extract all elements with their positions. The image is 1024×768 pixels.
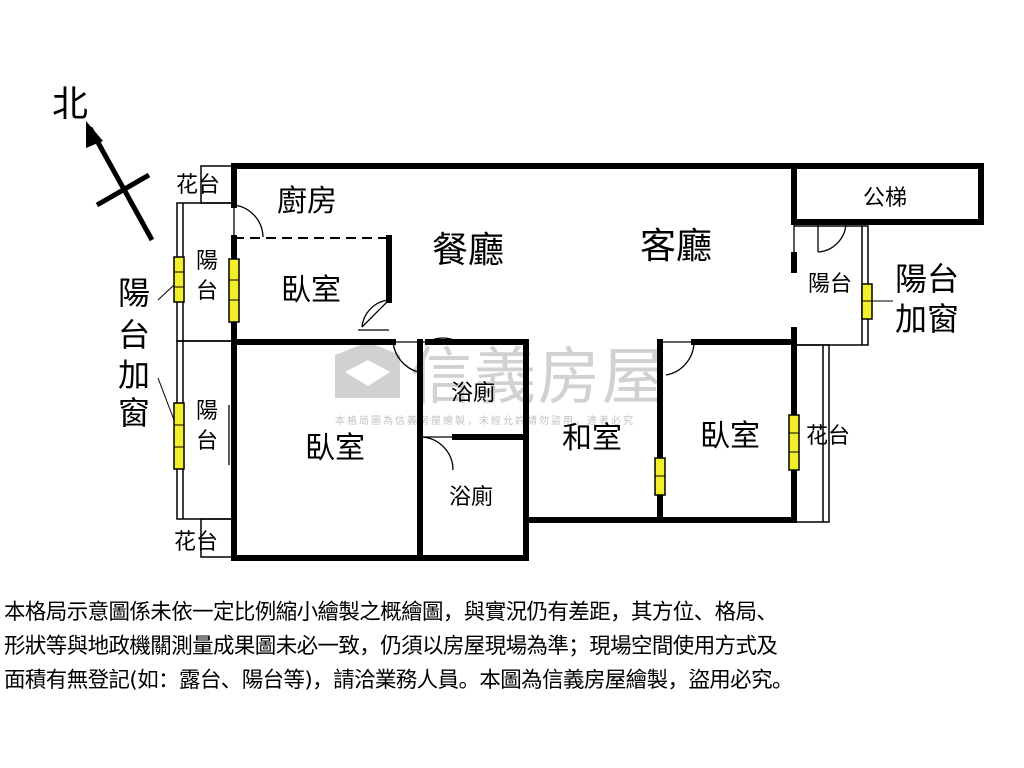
label-elevator: 公梯 [863,186,907,211]
label-bedroom-right: 臥室 [700,419,760,454]
annotation-right-2: 加窗 [895,300,959,338]
label-bedroom-bottom-left: 臥室 [305,431,365,466]
label-balcony-upper-left-2: 台 [196,279,218,304]
disclaimer-line-3: 面積有無登記(如：露台、陽台等)，請洽業務人員。本圖為信義房屋繪製，盜用必究。 [4,668,793,693]
north-label: 北 [52,84,88,125]
door-bath-upper [392,341,428,373]
annotation-left-2: 台 [118,316,150,354]
window-left-outer-upper [173,256,185,303]
label-bath-upper: 浴廁 [451,381,495,406]
annotation-left-4: 窗 [118,394,150,432]
annotation-left-1: 陽 [118,274,150,312]
watermark: 信義房屋 本格局圖為信義房屋繪製，未經允許請勿盜用，違者必究 [335,340,666,427]
door-japanese-room [660,341,695,376]
label-balcony-right: 陽台 [808,272,852,297]
enclosure-annotations: 陽 台 加 窗 陽台 加窗 [118,260,959,432]
label-kitchen: 廚房 [277,184,337,219]
floor-plan: 信義房屋 本格局圖為信義房屋繪製，未經允許請勿盜用，違者必究 北 [52,84,984,561]
annotation-left-3: 加 [118,356,150,394]
room-labels: 廚房 餐廳 客廳 公梯 臥室 臥室 臥室 和室 浴廁 浴廁 花台 花台 花台 陽… [174,173,907,555]
door-bedroom-top [358,299,390,331]
window-bedroom-right [788,414,800,471]
door-right-balcony [793,221,847,255]
label-japanese-room: 和室 [562,421,622,456]
watermark-brand: 信義房屋 [410,340,666,413]
door-bath-upper-right [427,337,459,343]
window-mullions [157,271,893,477]
window-left-outer-lower [173,402,185,470]
window-left-inner-upper [228,258,240,323]
label-planter-top-left: 花台 [176,173,220,198]
disclaimer-line-2: 形狀等與地政機關測量成果圖未必一致，仍須以房屋現場為準；現場空間使用方式及 [4,634,778,659]
watermark-notice: 本格局圖為信義房屋繪製，未經允許請勿盜用，違者必究 [335,414,635,427]
label-bath-lower: 浴廁 [449,485,493,510]
door-kitchen-balcony [233,204,264,238]
annotation-right-1: 陽台 [895,260,959,298]
label-balcony-lower-left-2: 台 [196,429,218,454]
door-bath-lower [419,436,455,471]
walls [231,163,984,561]
label-planter-bottom-left: 花台 [174,530,218,555]
door-left-lower [228,400,235,470]
disclaimer: 本格局示意圖係未依一定比例縮小繪製之概繪圖，與實況仍有差距，其方位、格局、 形狀… [4,596,1020,698]
label-balcony-lower-left-1: 陽 [196,399,218,424]
disclaimer-line-1: 本格局示意圖係未依一定比例縮小繪製之概繪圖，與實況仍有差距，其方位、格局、 [4,600,778,625]
label-dining: 餐廳 [432,230,504,271]
north-compass: 北 [52,84,155,242]
label-planter-right: 花台 [806,424,850,449]
label-bedroom-top: 臥室 [281,273,341,308]
door-swings [228,204,847,471]
label-living: 客廳 [640,226,712,267]
watermark-logo-icon [335,342,400,398]
label-balcony-upper-left-1: 陽 [196,249,218,274]
